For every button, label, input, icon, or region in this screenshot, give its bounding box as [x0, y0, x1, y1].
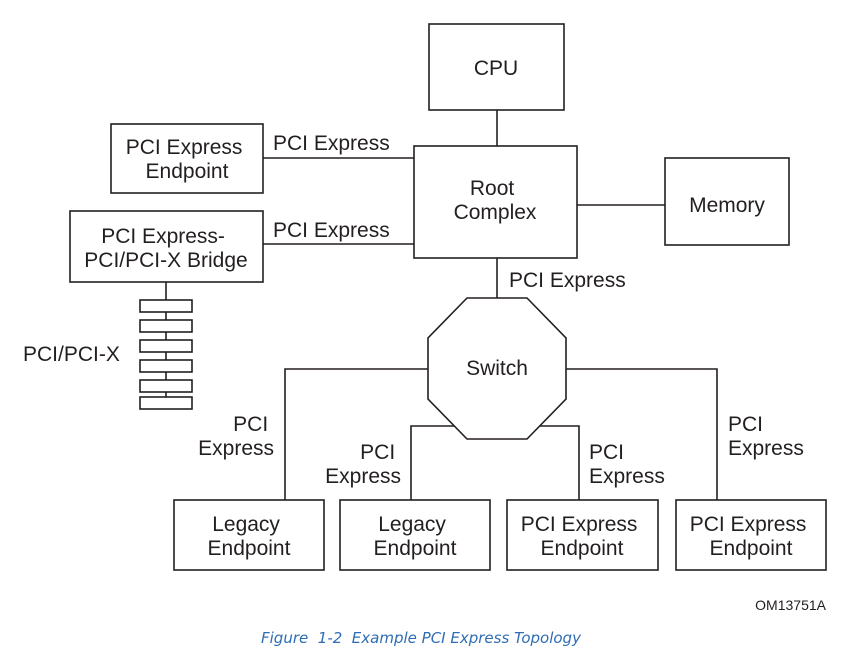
- switch-uplink-label: PCI Express: [509, 269, 626, 292]
- bridge-label: PCI Express- PCI/PCI-X Bridge: [84, 225, 247, 272]
- link-2-label: PCI Express: [325, 441, 401, 488]
- bus-slot: [139, 299, 193, 313]
- pcie-endpoint-4-label: PCI Express Endpoint: [690, 513, 813, 560]
- cpu-box: [428, 23, 565, 111]
- link-switch-pcie-3: [527, 425, 580, 500]
- bus-slot: [139, 319, 193, 333]
- link-4-label: PCI Express: [728, 413, 804, 460]
- legacy-endpoint-2-box: [339, 499, 491, 571]
- pci-bus-label: PCI/PCI-X: [23, 343, 120, 366]
- bridge-link-label: PCI Express: [273, 219, 390, 242]
- bus-slot: [139, 339, 193, 353]
- link-switch-pcie-4: [566, 368, 718, 500]
- cpu-label: CPU: [474, 57, 518, 80]
- pcie-endpoint-4-box: [675, 499, 827, 571]
- legacy-endpoint-2-label: Legacy Endpoint: [374, 513, 457, 560]
- bus-slot: [139, 396, 193, 410]
- bridge-box: [69, 210, 264, 283]
- switch-label: Switch: [466, 357, 528, 380]
- pcie-endpoint-3-label: PCI Express Endpoint: [521, 513, 644, 560]
- link-switch-legacy-1: [284, 368, 428, 500]
- switch-octagon: [427, 297, 567, 440]
- endpoint-link-label: PCI Express: [273, 132, 390, 155]
- bus-slot: [139, 359, 193, 373]
- pcie-endpoint-3-box: [506, 499, 659, 571]
- link-3-label: PCI Express: [589, 441, 665, 488]
- pci-bus-slots: [139, 299, 193, 410]
- pcie-endpoint-top-label: PCI Express Endpoint: [126, 136, 249, 183]
- memory-label: Memory: [689, 194, 765, 217]
- root-complex-box: [413, 145, 578, 259]
- legacy-endpoint-1-box: [173, 499, 325, 571]
- link-switch-legacy-2: [410, 425, 467, 500]
- root-complex-label: Root Complex: [454, 177, 537, 224]
- figure-id: OM13751A: [755, 597, 826, 613]
- figure-caption: Figure 1-2 Example PCI Express Topology: [261, 629, 582, 647]
- memory-box: [664, 157, 790, 246]
- legacy-endpoint-1-label: Legacy Endpoint: [208, 513, 291, 560]
- bus-slot: [139, 379, 193, 393]
- link-1-label: PCI Express: [198, 413, 274, 460]
- pcie-endpoint-top-box: [110, 123, 264, 194]
